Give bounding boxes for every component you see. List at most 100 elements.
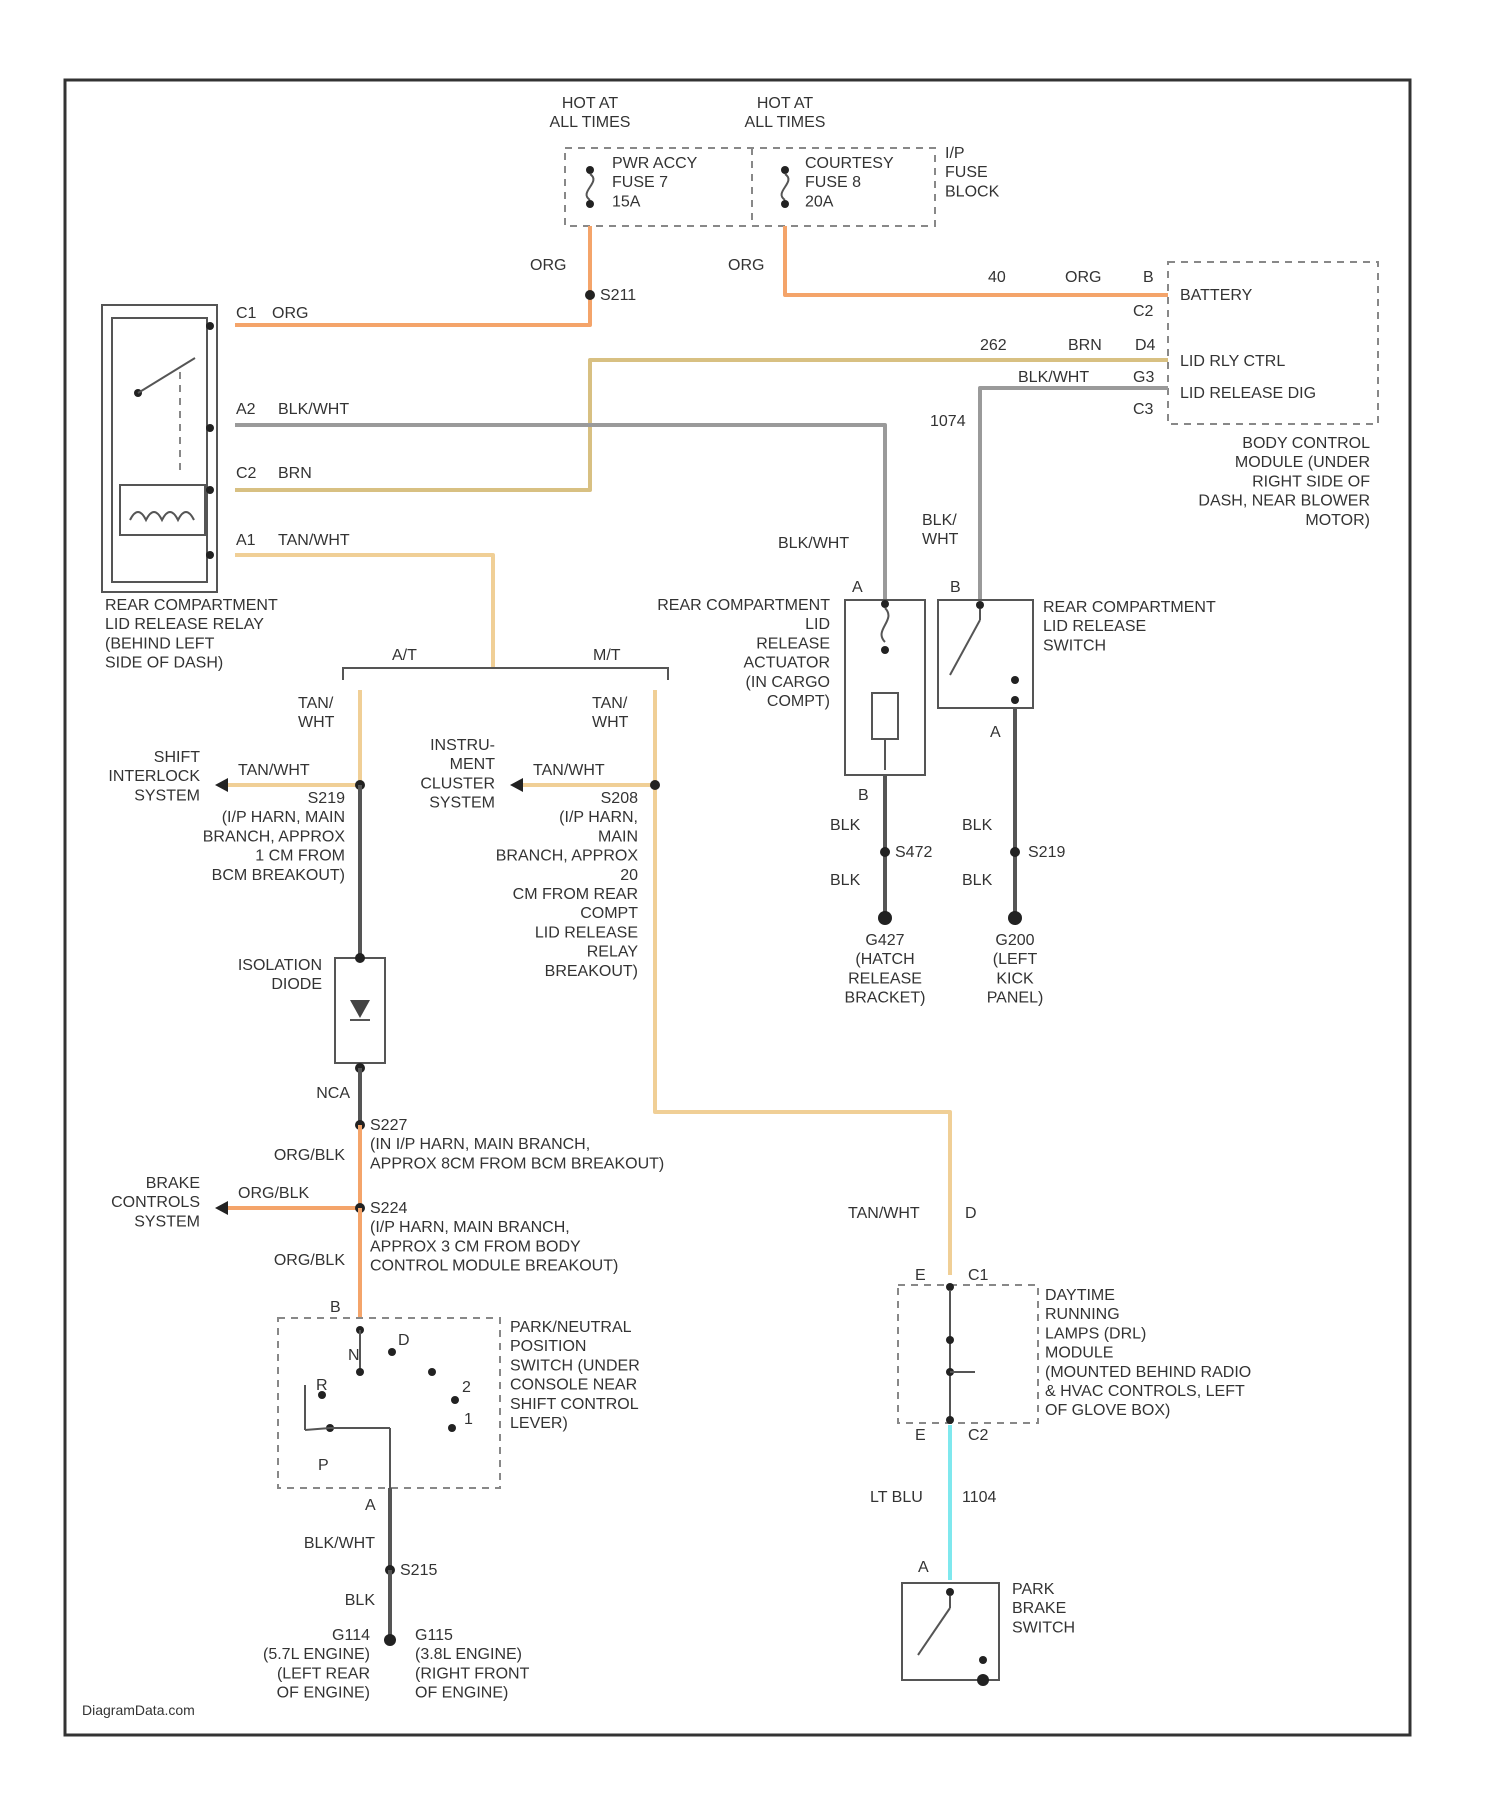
switch-pin-b: B [950,579,961,596]
switch-pin-a: A [990,724,1001,741]
dig-color-label: BLK/WHT [1018,369,1089,386]
wire-blkwht-relay [235,425,885,600]
drl-outline [898,1285,1038,1423]
blk-wht-sw-label: BLK/WHT [922,512,959,548]
circuit-1104-label: 1104 [962,1489,997,1506]
brake-wire-label: ORG/BLK [238,1185,309,1202]
pn-pos-2: 2 [462,1379,471,1396]
bat-color-label: ORG [1065,269,1101,286]
drl-pin-e: E [915,1267,926,1284]
pn-pin-b: B [330,1299,341,1316]
park-brake-pin: A [918,1559,929,1576]
circuit-1074-label: 1074 [930,413,966,430]
pn-pos-r: R [316,1377,328,1394]
park-brake-contacts [918,1588,989,1686]
ip-fuse-block-label: I/PFUSEBLOCK [945,145,1000,200]
c2-color: BRN [278,465,312,482]
s224-label: S224(I/P HARN, MAIN BRANCH,APPROX 3 CM F… [370,1200,618,1275]
s211-label: S211 [600,287,636,304]
pn-blk-label: BLK [345,1592,376,1609]
s227-label: S227(IN I/P HARN, MAIN BRANCH,APPROX 8CM… [370,1117,664,1172]
pn-pos-d: D [398,1332,410,1349]
splice-s472 [880,847,890,857]
ground-g115 [384,1634,396,1646]
pn-pos-n: N [348,1347,360,1364]
bcm-pin-battery: BATTERY [1180,287,1253,304]
at-label: A/T [392,647,417,664]
bcm-pin-lid-rly-ctrl: LID RLY CTRL [1180,353,1285,370]
a1-color: TAN/WHT [278,532,350,549]
s219-switch-label: S219 [1028,844,1065,861]
s227-wire-label: ORG/BLK [274,1147,345,1164]
drl-wire-label: TAN/WHT [848,1205,920,1222]
relay-outline [102,305,217,592]
at-wire-label: TAN/WHT [298,695,335,731]
sw-blk2: BLK [962,872,993,889]
splice-s219-switch [1010,847,1020,857]
s472-label: S472 [895,844,932,861]
fuse-8 [781,166,789,208]
fuse-7 [586,166,594,208]
a2-color: BLK/WHT [278,401,349,418]
bat-circuit-label: 40 [988,269,1006,286]
diode-top-dot [355,953,365,963]
c1-label: C1 [236,305,257,322]
pn-wire-label: BLK/WHT [304,1535,375,1552]
act-blk1: BLK [830,817,861,834]
c2-pin-label: C2 [1133,303,1154,320]
lid-switch-box [938,600,1033,708]
c3-pin-label: C3 [1133,401,1154,418]
splice-s211 [585,290,595,300]
drl-circuit-label: D [965,1205,977,1222]
blk-wht-act-label: BLK/WHT [778,535,849,552]
ctrl-pin-label: D4 [1135,337,1156,354]
drl-internal [946,1283,975,1424]
park-brake-label: PARKBRAKESWITCH [1012,1581,1075,1636]
relay-switch [134,322,214,475]
shift-interlock-wire: TAN/WHT [238,762,310,779]
ctrl-color-label: BRN [1068,337,1102,354]
actuator-internal [872,600,898,770]
actuator-pin-a: A [852,579,863,596]
drl-c2: C2 [968,1427,989,1444]
splice-s208 [650,780,660,790]
at-mt-bracket [343,668,668,680]
bat-pin-label: B [1143,269,1154,286]
a1-label: A1 [236,532,256,549]
s215-label: S215 [400,1562,437,1579]
mt-label: M/T [593,647,621,664]
cluster-wire-label: TAN/WHT [533,762,605,779]
diagram-frame [65,80,1410,1735]
isolation-diode-label: ISOLATIONDIODE [238,957,322,993]
mt-wire-label: TAN/WHT [592,695,629,731]
pn-pos-p: P [318,1457,329,1474]
a2-label: A2 [236,401,256,418]
sw-blk1: BLK [962,817,993,834]
pn-pos-1: 1 [464,1411,473,1428]
relay-coil [120,485,214,559]
dig-pin-label: G3 [1133,369,1154,386]
diode-symbol [350,1000,370,1020]
c1-color: ORG [272,305,308,322]
lid-switch-contacts [950,601,1019,704]
pn-switch-label: PARK/NEUTRALPOSITIONSWITCH (UNDERCONSOLE… [510,1319,640,1432]
actuator-pin-b: B [858,787,869,804]
pn-pin-a: A [365,1497,376,1514]
nca-label: NCA [316,1085,350,1102]
arrow-cluster [510,778,523,792]
wire-blkwht-bcm [980,388,1168,600]
